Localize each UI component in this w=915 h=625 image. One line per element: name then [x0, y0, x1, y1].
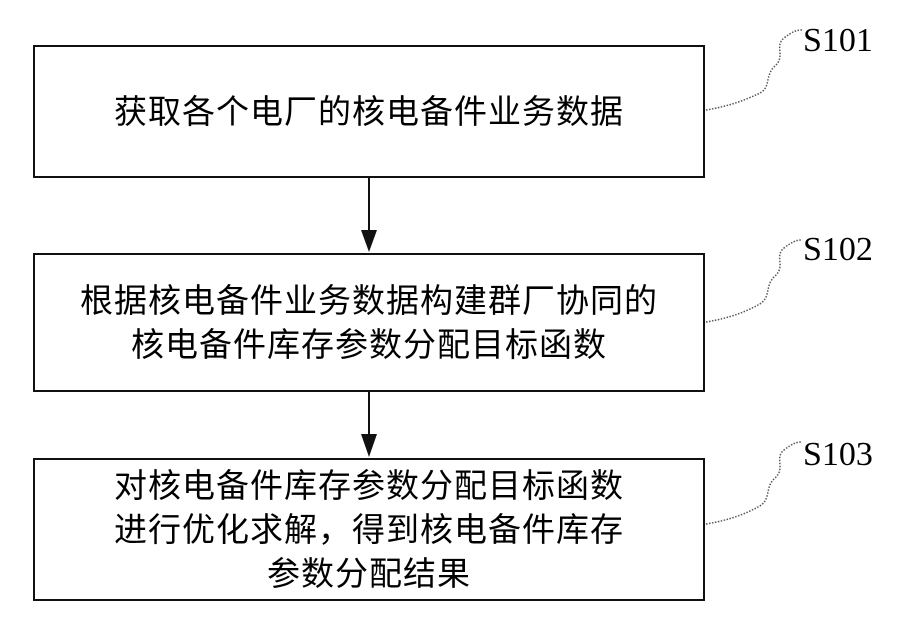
step-line: 对核电备件库存参数分配目标函数: [114, 464, 624, 508]
step-label-s101: S101: [803, 24, 873, 58]
step-label-s103: S103: [803, 438, 873, 472]
arrowhead-s102: [361, 230, 377, 252]
step-line: 参数分配结果: [114, 552, 624, 596]
step-text-s102: 根据核电备件业务数据构建群厂协同的 核电备件库存参数分配目标函数: [80, 279, 658, 367]
step-line: 进行优化求解，得到核电备件库存: [114, 508, 624, 552]
step-box-s103: 对核电备件库存参数分配目标函数 进行优化求解，得到核电备件库存 参数分配结果: [33, 458, 705, 601]
step-line: 核电备件库存参数分配目标函数: [80, 323, 658, 367]
step-label-s102: S102: [803, 233, 873, 267]
step-text-s103: 对核电备件库存参数分配目标函数 进行优化求解，得到核电备件库存 参数分配结果: [114, 464, 624, 596]
step-line: 获取各个电厂的核电备件业务数据: [114, 90, 624, 134]
leader-line-s103: [706, 442, 802, 524]
step-line: 根据核电备件业务数据构建群厂协同的: [80, 279, 658, 323]
leader-line-s101: [706, 30, 802, 110]
step-box-s101: 获取各个电厂的核电备件业务数据: [33, 45, 705, 178]
leader-line-s102: [706, 240, 802, 322]
arrowhead-s103: [361, 434, 377, 457]
step-text-s101: 获取各个电厂的核电备件业务数据: [114, 90, 624, 134]
step-box-s102: 根据核电备件业务数据构建群厂协同的 核电备件库存参数分配目标函数: [33, 253, 705, 392]
